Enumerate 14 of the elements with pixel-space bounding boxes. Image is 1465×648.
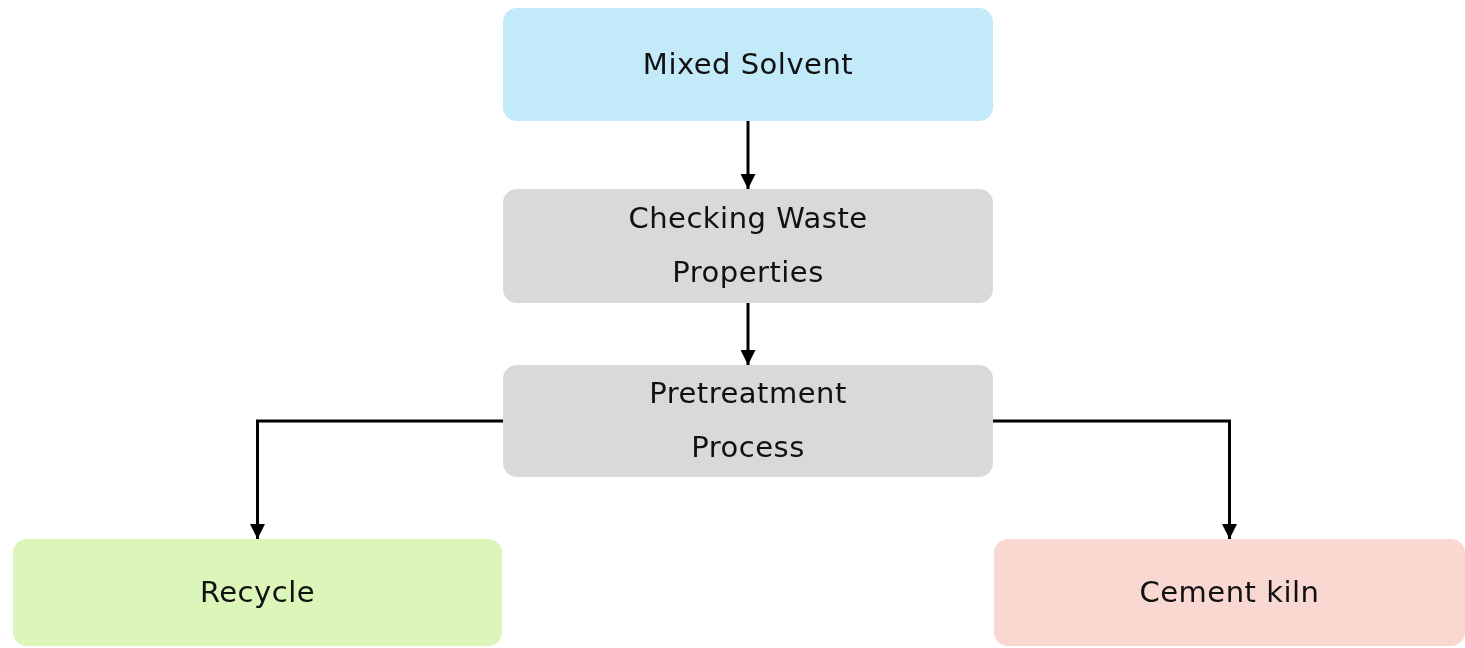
process-box xyxy=(13,539,502,646)
box-label: Checking Waste Properties xyxy=(627,200,869,291)
box-label: Recycle xyxy=(199,573,316,611)
arrow xyxy=(250,419,503,539)
process-box xyxy=(503,189,993,303)
process-box xyxy=(994,539,1465,646)
box-label: Cement kiln xyxy=(1139,573,1320,611)
arrow xyxy=(993,419,1237,539)
arrow xyxy=(740,121,756,189)
process-box xyxy=(503,365,993,477)
box-label: Pretreatment Process xyxy=(648,375,848,466)
process-box xyxy=(503,8,993,121)
arrow xyxy=(740,303,756,365)
box-label: Mixed Solvent xyxy=(642,45,854,83)
